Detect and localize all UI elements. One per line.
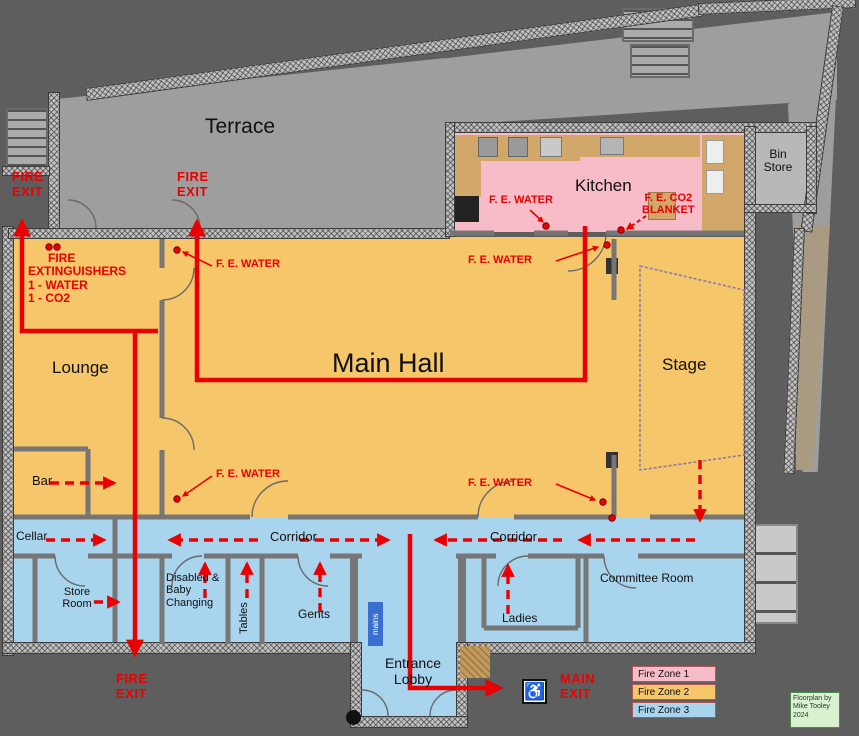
extinguisher-note: FIRE EXTINGUISHERS 1 - WATER 1 - CO2 [28,251,127,306]
kitchen-stove [455,196,479,222]
fire-exit-top-left-label: FIRE EXIT [12,169,44,199]
main-hall-label: Main Hall [332,348,445,378]
stairs-top-right-lower [630,44,690,78]
lobby-bottom-wall [350,716,468,728]
bollard-dot [346,710,361,725]
store-room-label: Store Room [62,586,92,611]
kitchen-sink [508,137,528,157]
tables-label: Tables [238,602,250,634]
bin-store-floor [750,133,806,204]
kitchen-left-wall [445,122,455,237]
indoor-top-wall [8,228,450,239]
kitchen-appliance [540,137,562,157]
stairs-access-wall [2,166,50,176]
bin-store-label: Bin Store [763,147,793,175]
kitchen-island [648,192,676,220]
ladies-label: Ladies [502,611,538,625]
kitchen-sink [478,137,498,157]
corridor-left-label: Corridor [270,529,317,544]
extinguisher-pointer [181,209,600,502]
kitchen-label: Kitchen [575,176,632,195]
fire-exit-bottom-label: FIRE EXIT [116,671,148,701]
kitchen-top-wall [445,122,817,133]
outer-wall-left [2,226,14,656]
lobby-left-wall [350,642,362,728]
main-exit-label: MAIN EXIT [560,671,596,701]
door-arc [54,199,637,717]
fe-water-label: F. E. WATER [468,254,532,266]
cellar-label: Cellar [16,529,48,543]
extinguisher-pointer-dashed [625,215,647,230]
terrace-label: Terrace [205,115,276,138]
wheelchair-icon: ♿ [522,679,547,704]
kitchen-counter [562,135,700,157]
legend-label: Fire Zone 1 [638,669,690,680]
fire-route-solid [13,218,588,697]
entrance-lobby-label: Entrance Lobby [384,655,442,687]
fire-exit-top-mid-label: FIRE EXIT [177,169,209,199]
disabled-baby-changing-label: Disabled & Baby Changing [166,572,220,609]
legend-fire-zone-2: Fire Zone 2 [632,684,716,700]
terrace-left-wall [48,92,60,234]
stair-room-bottom-right [750,524,798,624]
legend-label: Fire Zone 3 [638,705,690,716]
bottom-wall-left [2,642,358,654]
fe-water-label: F. E. WATER [489,194,553,206]
bin-store-right-wall [806,126,817,214]
kitchen-appliance [600,137,624,155]
credit-box: Floorplan by Mike Tooley 2024 [790,692,840,728]
bin-store-bottom-wall [744,204,817,213]
kitchen-fridge [706,140,724,164]
legend-fire-zone-3: Fire Zone 3 [632,702,716,718]
stairs-top-left [6,108,48,170]
fe-co2-blanket-label: F. E. CO2 BLANKET [642,192,695,217]
fe-water-label: F. E. WATER [468,477,532,489]
building-right-wall [744,126,756,654]
fe-water-label: F. E. WATER [216,258,280,270]
committee-room-label: Committee Room [600,571,694,585]
kitchen-fridge [706,170,724,194]
lounge-label: Lounge [52,358,109,377]
kitchen-counter [455,161,481,197]
gents-label: Gents [298,607,331,621]
legend-label: Fire Zone 2 [638,687,690,698]
fire-zone-legend: Fire Zone 1 Fire Zone 2 Fire Zone 3 [632,666,716,720]
extinguisher-marker [45,222,625,522]
stage-apron-outline [639,264,745,471]
bar-label: Bar [32,473,53,488]
bottom-wall-right [460,642,756,654]
fe-water-label: F. E. WATER [216,468,280,480]
corridor-right-label: Corridor [490,529,537,544]
legend-fire-zone-1: Fire Zone 1 [632,666,716,682]
entrance-mat [460,646,490,678]
stage-label: Stage [662,355,707,374]
interior-wall-thick [350,556,466,642]
fire-route-dashed [46,460,707,614]
